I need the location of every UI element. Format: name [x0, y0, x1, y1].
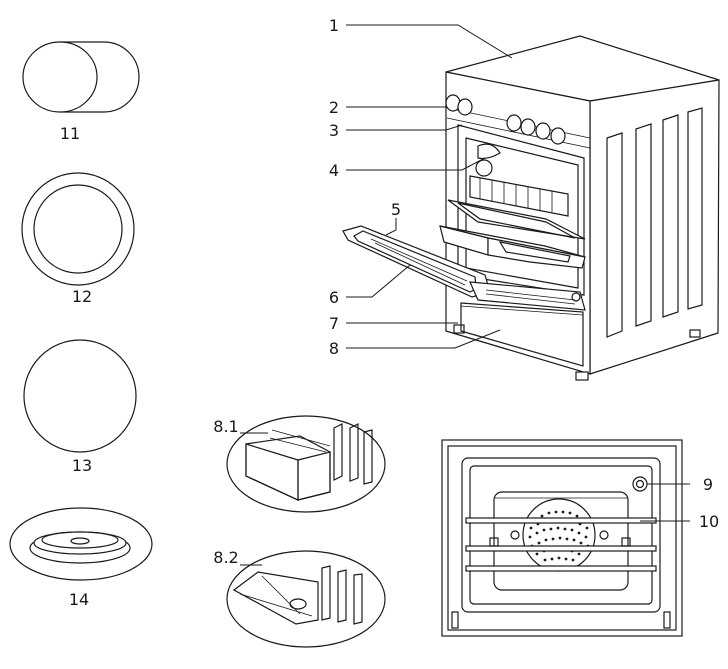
label-10: 10	[699, 512, 719, 531]
oven-interior-front-view	[441, 439, 683, 637]
label-4: 4	[329, 161, 339, 180]
storage-drawer	[460, 302, 584, 367]
oven-cavity	[439, 124, 586, 296]
detail-8-2-drawer-open	[226, 550, 386, 648]
accessory-12-plate	[21, 172, 135, 286]
label-1: 1	[329, 16, 339, 35]
control-knobs	[445, 94, 566, 145]
label-12: 12	[72, 287, 92, 306]
leader-lines	[346, 24, 513, 349]
label-3: 3	[329, 121, 339, 140]
label-8-2: 8.2	[213, 548, 238, 567]
label-2: 2	[329, 98, 339, 117]
label-5: 5	[391, 200, 401, 219]
label-9: 9	[703, 475, 713, 494]
oven-door-open	[342, 225, 586, 311]
label-6: 6	[329, 288, 339, 307]
accessory-13-disc	[23, 339, 137, 453]
label-8-1: 8.1	[213, 417, 238, 436]
label-11: 11	[60, 124, 80, 143]
label-8: 8	[329, 339, 339, 358]
label-14: 14	[69, 590, 89, 609]
label-13: 13	[72, 456, 92, 475]
label-7: 7	[329, 314, 339, 333]
detail-8-1-drawer-pulled	[226, 415, 386, 513]
accessory-14-burner-cap	[9, 507, 153, 581]
accessory-11-cylinder	[22, 41, 140, 113]
